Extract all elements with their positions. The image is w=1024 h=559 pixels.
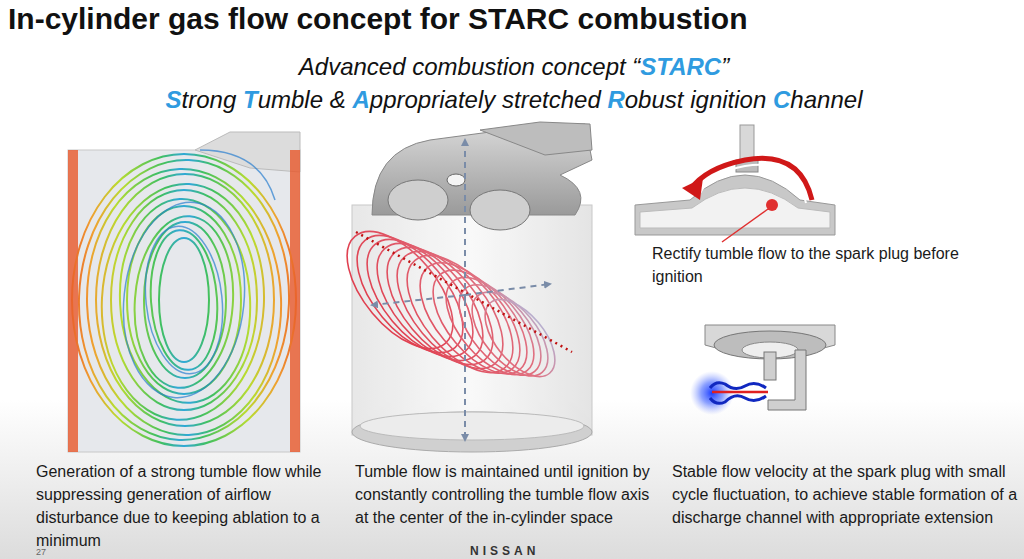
tumble-streamlines bbox=[68, 132, 300, 452]
combustion-chamber bbox=[635, 125, 835, 242]
subtitle: Advanced combustion concept “STARC” bbox=[2, 53, 1024, 81]
cylinder-model bbox=[327, 122, 592, 452]
page-number: 27 bbox=[36, 547, 66, 557]
panel-caption: Tumble flow is maintained until ignition… bbox=[355, 460, 655, 529]
panel-caption: Generation of a strong tumble flow while… bbox=[36, 460, 346, 552]
logo-text: NISSAN bbox=[470, 544, 590, 558]
subtitle-acronym: Strong Tumble & Appropriately stretched … bbox=[2, 86, 1024, 114]
panel-caption: Stable flow velocity at the spark plug w… bbox=[672, 460, 1020, 529]
spark-plug-discharge bbox=[690, 325, 835, 415]
callout-note: Rectify tumble flow to the spark plug be… bbox=[652, 242, 972, 288]
slide-title: In-cylinder gas flow concept for STARC c… bbox=[8, 2, 748, 36]
